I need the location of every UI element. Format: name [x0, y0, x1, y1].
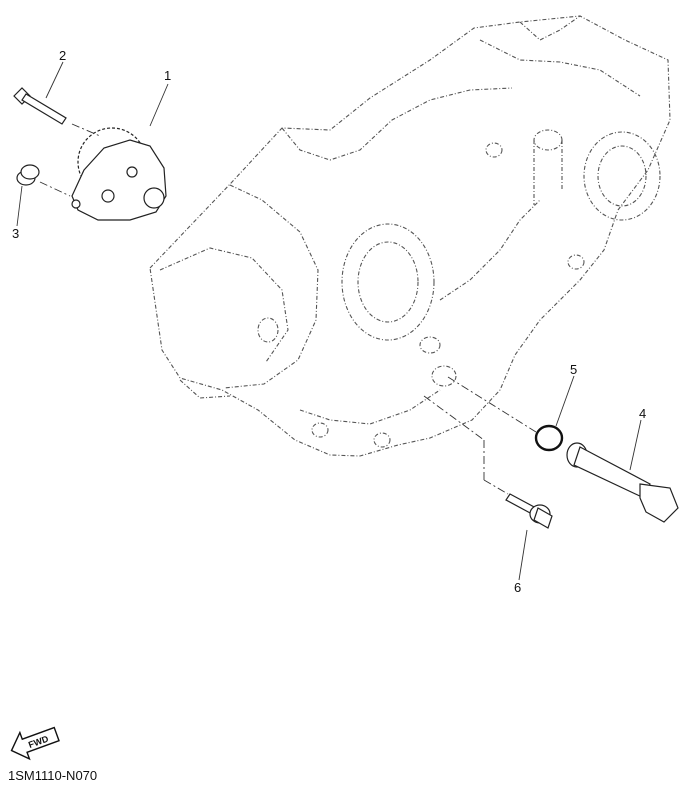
o-ring-drawing[interactable] [534, 424, 564, 452]
leader-lines [16, 61, 642, 581]
oil-pump-assy-drawing[interactable] [71, 127, 167, 221]
fwd-arrow-icon: FWD [10, 726, 60, 761]
callout-3: 3 [12, 226, 19, 241]
bolt-drawing[interactable] [13, 87, 67, 125]
flange-bolt-drawing[interactable] [505, 493, 553, 529]
crankcase-outline [149, 15, 671, 457]
callout-2: 2 [59, 48, 66, 63]
callout-1: 1 [164, 68, 171, 83]
collar-drawing[interactable] [16, 164, 40, 186]
callout-5: 5 [570, 362, 577, 377]
oil-strainer-drawing[interactable] [566, 442, 679, 523]
diagram-code: 1SM1110-N070 [8, 768, 98, 783]
callout-6: 6 [514, 580, 521, 595]
callout-4: 4 [639, 406, 646, 421]
